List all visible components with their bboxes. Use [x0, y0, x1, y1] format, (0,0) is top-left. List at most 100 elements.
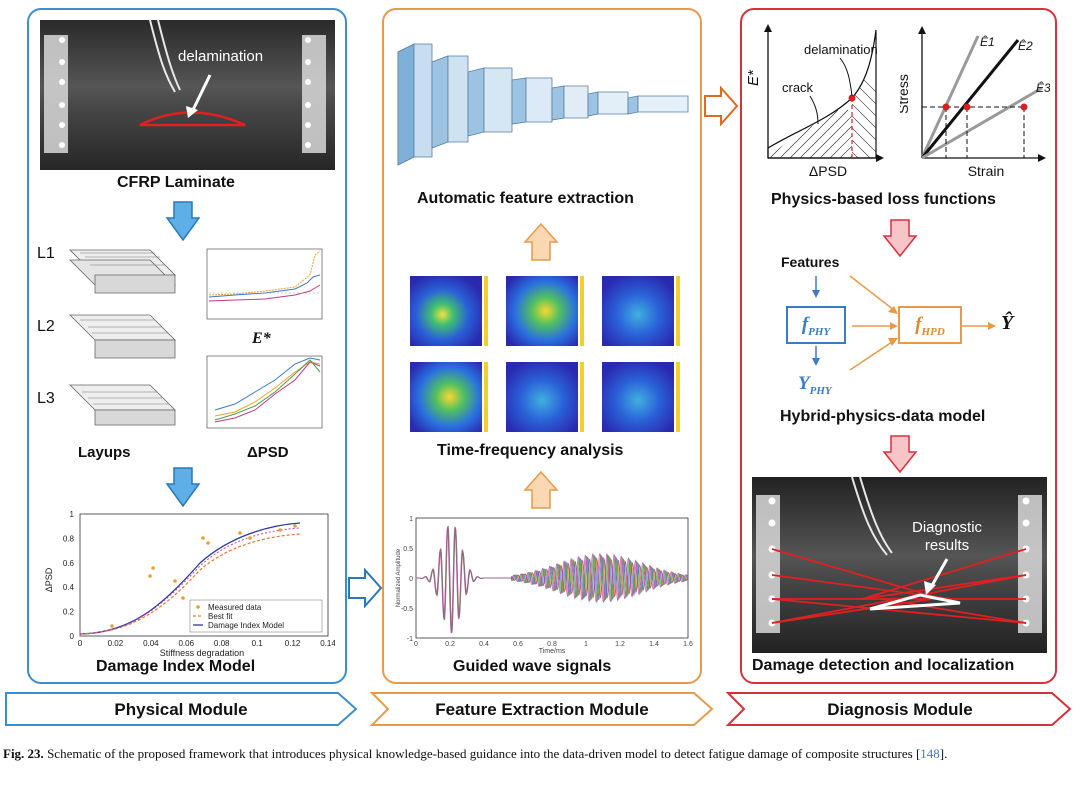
gw-xtick: 1.2 — [615, 641, 625, 648]
delamination-label: delamination — [178, 48, 264, 65]
damage-detection-title: Damage detection and localization — [752, 657, 1015, 674]
dim-xlabel: Stiffness degradation — [160, 648, 244, 658]
diagnosis-module-panel — [740, 8, 1057, 684]
f-hpd-box: fHPD — [898, 306, 962, 344]
y-phy-label: YPHY — [798, 373, 832, 397]
dim-ytick: 0.2 — [63, 608, 75, 617]
estar-title: E* — [252, 330, 271, 347]
damage-index-model-chart: Measured data Best fit Damage Index Mode… — [44, 510, 335, 658]
gw-xtick: 1.4 — [649, 641, 659, 648]
cfrp-laminate-image: delamination — [40, 20, 335, 170]
feature-extraction-module-panel — [382, 8, 702, 684]
hybrid-model-arrows — [812, 275, 996, 371]
legend-best-fit: Best fit — [208, 612, 233, 621]
layup-l1-label: L1 — [37, 245, 55, 262]
legend-dim: Damage Index Model — [208, 621, 284, 630]
psd-plot — [206, 355, 323, 429]
y-phy-sub: PHY — [809, 384, 832, 397]
gw-xtick: 0.4 — [479, 641, 489, 648]
guided-wave-series — [415, 526, 689, 634]
gw-xtick: 0.2 — [445, 641, 455, 648]
damage-detection-image: Diagnostic results — [752, 477, 1047, 653]
f-hpd-sub: HPD — [921, 325, 945, 338]
guided-wave-signals-chart: Normalized Amplitude Time/ms 1 0.5 0 -0.5 -1… — [396, 516, 693, 655]
caption-text: Schematic of the proposed framework that… — [47, 746, 921, 761]
red-down-arrow-icon — [882, 219, 918, 258]
figure-caption: Fig. 23. Schematic of the proposed frame… — [3, 745, 1078, 762]
dim-xtick: 0.08 — [214, 639, 230, 648]
diagnostic-results-label: Diagnostic results — [912, 519, 983, 554]
gw-xtick: 1 — [584, 641, 588, 648]
dim-ytick: 0.8 — [63, 534, 75, 543]
crack-text: crack — [782, 80, 814, 95]
blue-right-arrow-icon — [348, 568, 383, 608]
delamination-text: delamination — [804, 42, 878, 57]
strain-label: Strain — [968, 163, 1005, 179]
hybrid-model-title: Hybrid-physics-data model — [780, 408, 986, 425]
e1-label: Ê1 — [980, 34, 995, 49]
layups-title: Layups — [78, 444, 131, 461]
gw-xtick: 0.6 — [513, 641, 523, 648]
gw-xlabel: Time/ms — [539, 648, 566, 655]
y-hat-label: Ŷ — [1001, 312, 1014, 334]
physics-loss-plot-left: E* ΔPSD delamination crack — [748, 24, 884, 179]
orange-up-arrow-icon — [523, 222, 559, 261]
left-plot-ylabel: E* — [748, 69, 762, 86]
layup-l3-label: L3 — [37, 390, 55, 407]
gw-ylabel: Normalized Amplitude — [396, 548, 402, 607]
cnn-architecture-drawing — [397, 43, 689, 166]
orange-up-arrow-icon — [523, 470, 559, 509]
caption-ref-link[interactable]: 148 — [920, 746, 940, 761]
orange-right-arrow-icon — [704, 86, 739, 126]
f-phy-label: f — [801, 314, 809, 335]
guided-wave-signals-title: Guided wave signals — [453, 658, 612, 675]
diagnosis-module-label: Diagnosis Module — [827, 700, 973, 719]
gw-ytick: -1 — [407, 636, 413, 643]
stress-strain-plot: Stress Strain Ê1 Ê2 Ê3 — [900, 26, 1050, 179]
dim-xtick: 0.12 — [285, 639, 301, 648]
left-plot-xlabel: ΔPSD — [809, 163, 847, 179]
gw-ytick: 0.5 — [403, 546, 413, 553]
psd-title: ΔPSD — [247, 444, 289, 461]
gw-xtick: 0 — [414, 641, 418, 648]
dim-xtick: 0 — [78, 639, 83, 648]
figure-label: Fig. 23. — [3, 746, 44, 761]
f-phy-sub: PHY — [808, 325, 831, 338]
e3-label: Ê3 — [1036, 80, 1050, 95]
time-frequency-analysis-title: Time-frequency analysis — [437, 442, 624, 459]
caption-end: ]. — [939, 746, 948, 761]
module-chevrons — [5, 692, 1072, 726]
gw-ytick: -0.5 — [401, 606, 413, 613]
physical-module-panel — [27, 8, 347, 684]
legend-measured: Measured data — [208, 603, 262, 612]
time-frequency-spectrograms — [410, 276, 680, 432]
dim-ytick: 0.6 — [63, 559, 75, 568]
physical-module-label: Physical Module — [114, 700, 248, 719]
gw-xtick: 1.6 — [683, 641, 693, 648]
y-phy-text: Y — [798, 373, 810, 394]
dim-xtick: 0.02 — [108, 639, 124, 648]
estar-plot — [206, 248, 323, 320]
automatic-feature-extraction-title: Automatic feature extraction — [417, 190, 634, 207]
gw-ytick: 0 — [409, 576, 413, 583]
gw-xtick: 0.8 — [547, 641, 557, 648]
dim-xtick: 0.1 — [252, 639, 264, 648]
dim-ytick: 0.4 — [63, 583, 75, 592]
cfrp-laminate-title: CFRP Laminate — [117, 174, 235, 191]
damage-index-model-title: Damage Index Model — [96, 658, 256, 675]
features-label: Features — [781, 254, 840, 270]
dim-ytick: 1 — [70, 510, 75, 519]
gw-ytick: 1 — [409, 516, 413, 523]
feature-extraction-module-label: Feature Extraction Module — [435, 700, 649, 719]
f-phy-box: fPHY — [786, 306, 846, 344]
dim-xtick: 0.06 — [178, 639, 194, 648]
red-down-arrow-icon — [882, 435, 918, 474]
blue-down-arrow-icon — [165, 467, 201, 508]
stress-label: Stress — [900, 74, 911, 114]
blue-down-arrow-icon — [165, 201, 201, 242]
dim-ytick: 0 — [70, 632, 75, 641]
dim-xtick: 0.04 — [143, 639, 159, 648]
f-hpd-label: f — [915, 314, 922, 335]
dim-ylabel: ΔPSD — [44, 567, 54, 592]
dim-xtick: 0.14 — [320, 639, 335, 648]
